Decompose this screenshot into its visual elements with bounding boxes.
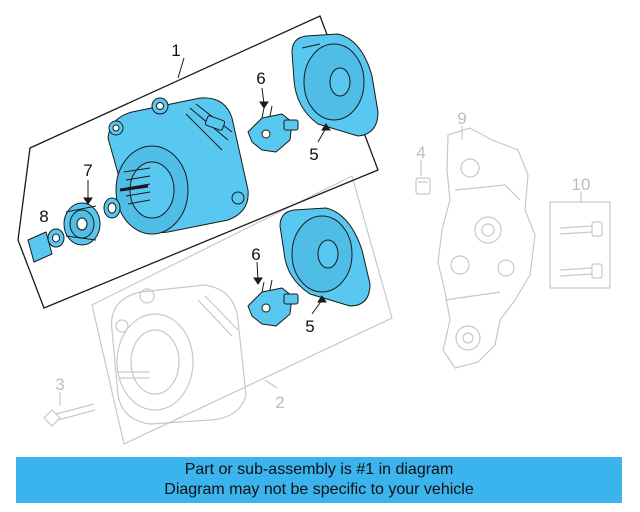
alternator[interactable] bbox=[107, 97, 249, 235]
rear-cover-lower[interactable] bbox=[279, 207, 371, 307]
callout-9: 9 bbox=[457, 109, 466, 128]
faded-stud-4 bbox=[415, 177, 431, 195]
faded-parts bbox=[43, 126, 611, 445]
callout-1: 1 bbox=[171, 41, 180, 60]
callout-4: 4 bbox=[416, 143, 425, 162]
faded-alternator bbox=[110, 284, 247, 425]
callout-7: 7 bbox=[83, 161, 92, 180]
callout-3: 3 bbox=[55, 375, 64, 394]
info-banner: Part or sub-assembly is #1 in diagram Di… bbox=[16, 457, 622, 503]
callout-6-upper: 6 bbox=[256, 69, 265, 88]
callout-6-lower: 6 bbox=[251, 245, 260, 264]
faded-bolt-3 bbox=[43, 403, 96, 427]
banner-line-1: Part or sub-assembly is #1 in diagram bbox=[184, 461, 454, 478]
callout-5-lower: 5 bbox=[305, 317, 314, 336]
regulator-upper[interactable] bbox=[247, 105, 299, 153]
banner-line-2: Diagram may not be specific to your vehi… bbox=[164, 481, 474, 498]
faded-bracket bbox=[437, 127, 536, 369]
callout-10: 10 bbox=[572, 175, 591, 194]
rear-cover-upper[interactable] bbox=[291, 33, 379, 137]
pulley[interactable] bbox=[63, 202, 101, 246]
assembly-2-frame bbox=[91, 175, 393, 445]
callout-2: 2 bbox=[275, 393, 284, 412]
faded-bolts-10 bbox=[549, 201, 611, 289]
pulley-cap[interactable] bbox=[27, 228, 65, 263]
washer[interactable] bbox=[103, 197, 121, 219]
callout-5-upper: 5 bbox=[309, 145, 318, 164]
callout-8: 8 bbox=[39, 207, 48, 226]
regulator-lower[interactable] bbox=[247, 279, 299, 327]
parts-diagram: 1 2 3 4 5 5 6 6 7 8 9 10 bbox=[17, 15, 611, 445]
leader-lines bbox=[83, 87, 331, 315]
leader-1 bbox=[177, 57, 185, 79]
